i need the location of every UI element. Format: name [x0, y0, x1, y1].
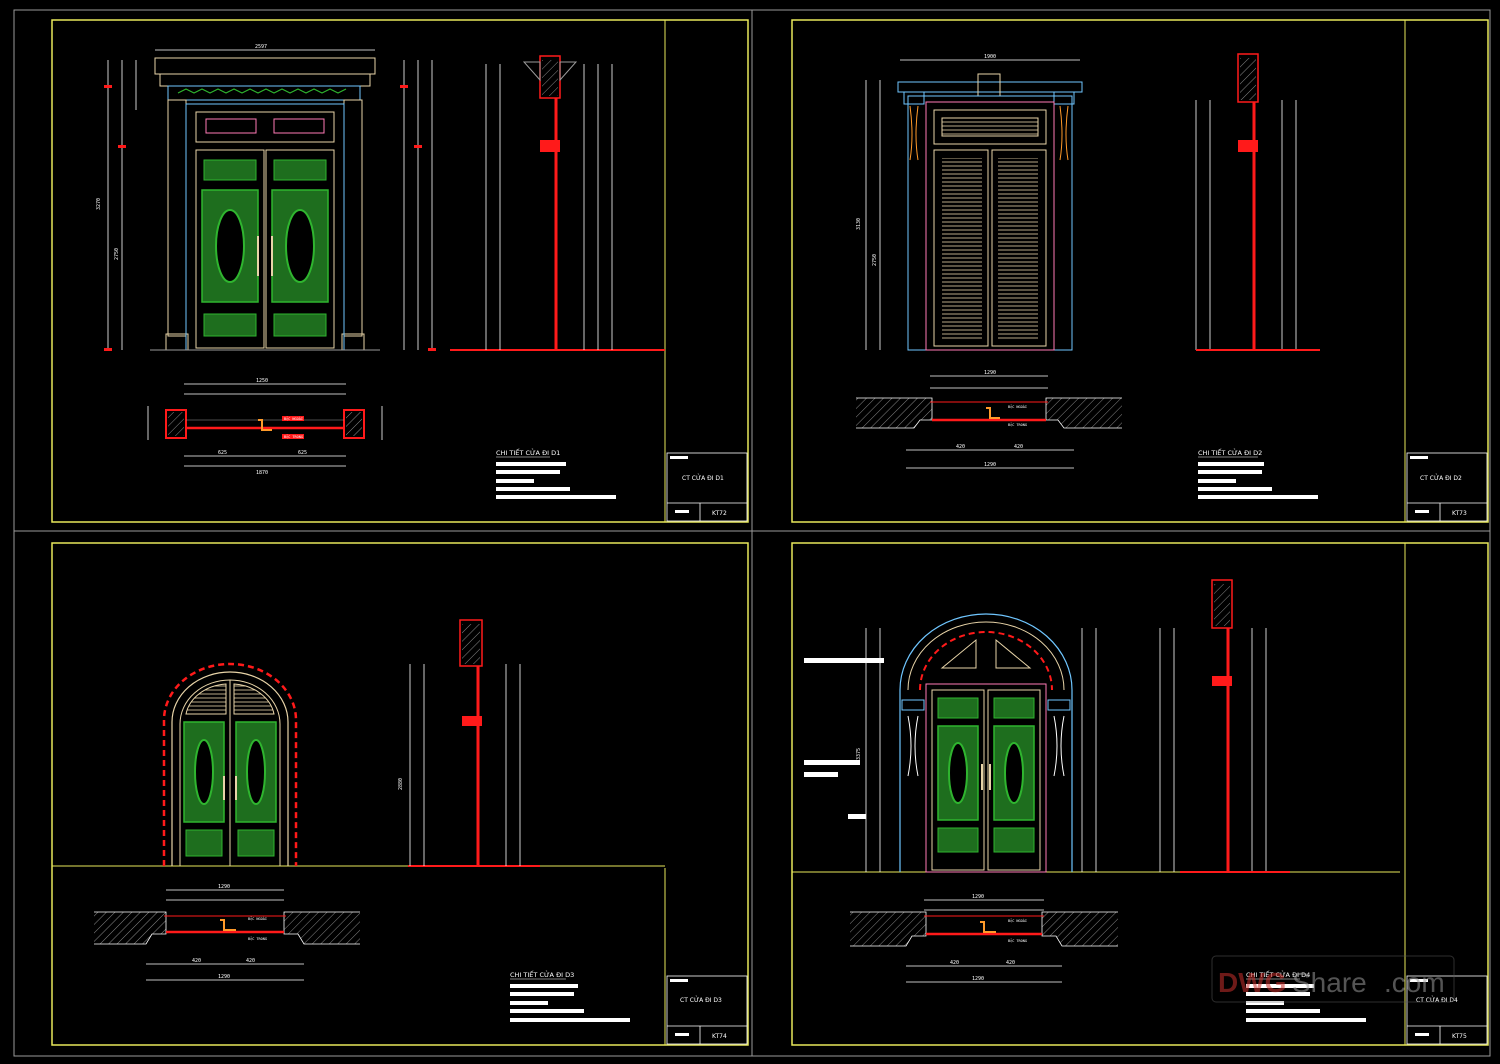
tag-inner: BẬC TRONG — [248, 937, 267, 941]
plan-leaf-right: 420 — [1006, 960, 1015, 966]
plan-leaf-right: 420 — [246, 958, 255, 964]
block-name: CT CỬA ĐI D1 — [682, 474, 724, 482]
door-elevation-d3 — [162, 662, 298, 866]
door-section-d2 — [1196, 53, 1320, 351]
block-name: CT CỬA ĐI D2 — [1420, 474, 1462, 482]
plan-total-width: 1290 — [218, 884, 230, 890]
sheet-number: KT72 — [712, 510, 727, 517]
dim-total-height: 3130 — [856, 218, 862, 230]
plan-leaf-left: 420 — [192, 958, 201, 964]
block-name: CT CỬA ĐI D4 — [1416, 996, 1458, 1004]
detail-title: CHI TIẾT CỬA ĐI D1 — [496, 447, 560, 457]
door-section-d3 — [408, 619, 540, 867]
door-plan-d2 — [856, 375, 1122, 469]
block-name: CT CỬA ĐI D3 — [680, 996, 722, 1004]
dim-total-height: 3270 — [96, 198, 102, 210]
door-plan-d1 — [147, 383, 383, 467]
plan-total-width: 1290 — [972, 894, 984, 900]
sheet-border — [51, 19, 749, 523]
sheet-d1: 2597 3270 2750 — [51, 19, 749, 523]
sheet-border — [791, 542, 1489, 1046]
door-plan-d4 — [850, 899, 1118, 983]
tag-outer: BẬC NGOÀI — [1008, 918, 1027, 923]
sheet-dividers — [13, 9, 1491, 1057]
plan-leaf-left: 420 — [950, 960, 959, 966]
dim-top-width: 1900 — [984, 54, 996, 60]
dim-top-width: 2597 — [255, 44, 267, 50]
tag-inner: BẬC TRONG — [1008, 939, 1027, 943]
watermark-brand-a: DWG — [1218, 967, 1286, 998]
plan-inner-width: 1250 — [256, 378, 268, 384]
title-block-d1: CHI TIẾT CỬA ĐI D1 CT CỬA ĐI D1 KT72 — [496, 447, 748, 522]
dimension-lines-d1 — [104, 49, 436, 351]
door-elevation-d2 — [897, 73, 1083, 351]
plan-leaf-left: 420 — [956, 444, 965, 450]
sheet-number: KT75 — [1452, 1033, 1467, 1040]
detail-title: CHI TIẾT CỬA ĐI D4 — [1246, 969, 1310, 979]
sheet-d3: 2880 1290 420 420 1290 BẬC NGOÀI BẬC TRO… — [51, 542, 749, 1046]
plan-total-width: 1290 — [984, 370, 996, 376]
dim-total-height: 2880 — [398, 778, 404, 790]
tag-inner: BẬC TRONG — [284, 435, 303, 439]
detail-title: CHI TIẾT CỬA ĐI D2 — [1198, 447, 1262, 457]
watermark-suffix: .com — [1384, 967, 1445, 998]
door-elevation-d1 — [150, 57, 380, 351]
sheet-d4: 3375 1290 420 420 1290 BẬC NGOÀI BẬC TRO… — [791, 542, 1489, 1046]
sheet-border — [51, 542, 749, 1046]
sheet-border — [791, 19, 1489, 523]
plan-total-width-bottom: 1290 — [972, 976, 984, 982]
watermark-brand-b: Share — [1292, 967, 1367, 998]
plan-leaf-left: 625 — [218, 450, 227, 456]
door-plan-d3 — [94, 889, 360, 981]
sheet-d2: 1900 3130 2750 1290 420 420 1290 BẬC NGO… — [791, 19, 1489, 523]
plan-total-width: 1870 — [256, 470, 268, 476]
door-elevation-d4 — [899, 613, 1073, 873]
watermark: DWG Share .com — [1211, 955, 1455, 1003]
detail-title: CHI TIẾT CỬA ĐI D3 — [510, 969, 574, 979]
sheet-number: KT73 — [1452, 510, 1467, 517]
tag-outer: BẬC NGOÀI — [248, 916, 267, 921]
dim-total-height: 3375 — [856, 748, 862, 760]
plan-total-width-bottom: 1290 — [984, 462, 996, 468]
plan-leaf-right: 420 — [1014, 444, 1023, 450]
dim-door-height: 2750 — [114, 248, 120, 260]
dim-door-height: 2750 — [872, 254, 878, 266]
tag-inner: BẬC TRONG — [1008, 423, 1027, 427]
sheet-number: KT74 — [712, 1033, 727, 1040]
door-section-d1 — [450, 55, 665, 351]
plan-total-width-bottom: 1290 — [218, 974, 230, 980]
title-block-d2: CHI TIẾT CỬA ĐI D2 CT CỬA ĐI D2 KT73 — [1198, 447, 1488, 522]
tag-outer: BẬC NGOÀI — [1008, 404, 1027, 409]
tag-outer: BẬC NGOÀI — [284, 416, 303, 421]
door-section-d4 — [1180, 579, 1290, 873]
plan-leaf-right: 625 — [298, 450, 307, 456]
title-block-d4: CHI TIẾT CỬA ĐI D4 CT CỬA ĐI D4 KT75 — [1246, 969, 1488, 1045]
title-block-d3: CHI TIẾT CỬA ĐI D3 CT CỬA ĐI D3 KT74 — [510, 969, 748, 1045]
callout-labels-d4 — [804, 658, 884, 819]
